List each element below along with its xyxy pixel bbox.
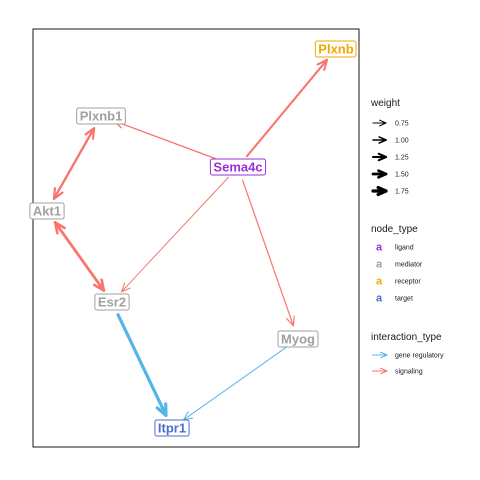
legend-weight-title: weight bbox=[370, 98, 400, 109]
node-label: Myog bbox=[281, 332, 315, 347]
legend-weight-label: 0.75 bbox=[395, 121, 409, 128]
legend-weight-arrowhead bbox=[377, 169, 388, 179]
edge-arrowhead bbox=[316, 58, 329, 71]
legend-node-type-label: target bbox=[395, 296, 413, 303]
legend-weight-label: 1.75 bbox=[395, 189, 409, 196]
legend-weight-arrowhead bbox=[377, 152, 388, 162]
legend-weight-item: 0.75 bbox=[372, 119, 409, 128]
edge-arrowhead bbox=[84, 127, 96, 140]
legend-node-type-label: receptor bbox=[395, 279, 421, 286]
legend-weight-arrowhead bbox=[378, 136, 387, 144]
node-box bbox=[94, 293, 130, 311]
edge-arrowhead bbox=[53, 221, 66, 235]
legend-weight-item: 1.75 bbox=[371, 185, 409, 197]
legend-weight-label: 1.50 bbox=[395, 172, 409, 179]
edge-esr2-to-itpr1 bbox=[116, 313, 168, 417]
edge-line bbox=[242, 179, 294, 327]
legend-node-type-item: a target bbox=[376, 293, 413, 305]
legend-node-type-glyph: a bbox=[376, 293, 383, 305]
legend-node-type-glyph: a bbox=[376, 259, 383, 271]
legend-interaction-type-label: gene regulatory bbox=[395, 353, 444, 360]
legend-interaction-type-item: signaling bbox=[372, 367, 423, 376]
legend-node-type-glyph: a bbox=[376, 242, 383, 254]
legend-weight-items: 0.75 1.00 1.25 1.50 1.75 bbox=[371, 119, 409, 197]
legend-weight-item: 1.25 bbox=[371, 152, 409, 162]
edge-line bbox=[53, 221, 106, 292]
edge-line bbox=[116, 313, 168, 417]
node-plxnb1: Plxnb1 bbox=[76, 107, 126, 125]
node-label: Plxnb1 bbox=[80, 109, 123, 124]
legend-interaction-type-title: interaction_type bbox=[371, 332, 442, 343]
node-label: Plxnb bbox=[318, 42, 353, 57]
legend-node-type-label: mediator bbox=[395, 262, 423, 269]
plot-panel bbox=[32, 28, 360, 448]
legend: weight 0.75 1.00 1.25 1.50 1.75 node_type a l… bbox=[370, 98, 444, 376]
node-box bbox=[314, 40, 357, 58]
node-box bbox=[29, 202, 65, 220]
node-plxnb_r: Plxnb bbox=[314, 40, 357, 58]
legend-weight-item: 1.00 bbox=[372, 136, 409, 145]
edge-line bbox=[113, 120, 226, 163]
legend-node-type-item: a mediator bbox=[376, 259, 423, 271]
legend-node-type-item: a ligand bbox=[376, 242, 414, 254]
edge-sema4c-to-esr2 bbox=[121, 176, 229, 293]
legend-node-type-glyph: a bbox=[376, 276, 383, 288]
node-label: Itpr1 bbox=[158, 421, 186, 436]
edge-line bbox=[121, 176, 229, 293]
legend-node-type-title: node_type bbox=[371, 224, 418, 235]
node-box bbox=[209, 158, 267, 176]
node-box bbox=[76, 107, 126, 125]
legend-node-type: node_type a ligand a mediator a receptor a targ… bbox=[371, 224, 423, 305]
node-label: Sema4c bbox=[213, 160, 262, 175]
edge-arrowhead bbox=[121, 282, 131, 293]
node-label: Esr2 bbox=[98, 295, 126, 310]
legend-interaction-arrowhead bbox=[380, 367, 388, 375]
node-myog: Myog bbox=[277, 330, 319, 348]
node-label: Akt1 bbox=[33, 204, 61, 219]
edge-line bbox=[245, 58, 329, 158]
legend-interaction-type-items: gene regulatory signaling bbox=[372, 351, 444, 376]
edges-layer bbox=[52, 58, 329, 421]
edge-line bbox=[52, 127, 96, 200]
legend-weight: weight 0.75 1.00 1.25 1.50 1.75 bbox=[370, 98, 409, 197]
legend-interaction-type: interaction_type gene regulatory signalin… bbox=[371, 332, 444, 376]
legend-interaction-type-item: gene regulatory bbox=[372, 351, 444, 360]
legend-weight-label: 1.25 bbox=[395, 155, 409, 162]
legend-interaction-type-label: signaling bbox=[395, 369, 423, 376]
edge-arrowhead bbox=[286, 315, 295, 327]
legend-node-type-label: ligand bbox=[395, 245, 414, 252]
legend-node-type-item: a receptor bbox=[376, 276, 421, 288]
edge-sema4c-to-myog bbox=[242, 179, 295, 327]
legend-interaction-arrowhead bbox=[380, 351, 388, 359]
edge-esr2-to-akt1 bbox=[53, 221, 106, 292]
node-box bbox=[154, 419, 190, 437]
node-esr2: Esr2 bbox=[94, 293, 130, 311]
edge-sema4c-to-plxnb_r bbox=[245, 58, 329, 158]
node-itpr1: Itpr1 bbox=[154, 419, 190, 437]
legend-weight-label: 1.00 bbox=[395, 138, 409, 145]
node-box bbox=[277, 330, 319, 348]
node-akt1: Akt1 bbox=[29, 202, 65, 220]
legend-node-type-items: a ligand a mediator a receptor a target bbox=[376, 242, 423, 305]
legend-weight-arrowhead bbox=[378, 119, 387, 127]
edge-line bbox=[182, 346, 288, 421]
legend-weight-arrowhead bbox=[376, 185, 388, 197]
legend-weight-item: 1.50 bbox=[371, 169, 409, 179]
node-sema4c: Sema4c bbox=[209, 158, 267, 176]
edge-arrowhead bbox=[155, 402, 168, 417]
edge-akt1-to-plxnb1 bbox=[52, 127, 96, 200]
